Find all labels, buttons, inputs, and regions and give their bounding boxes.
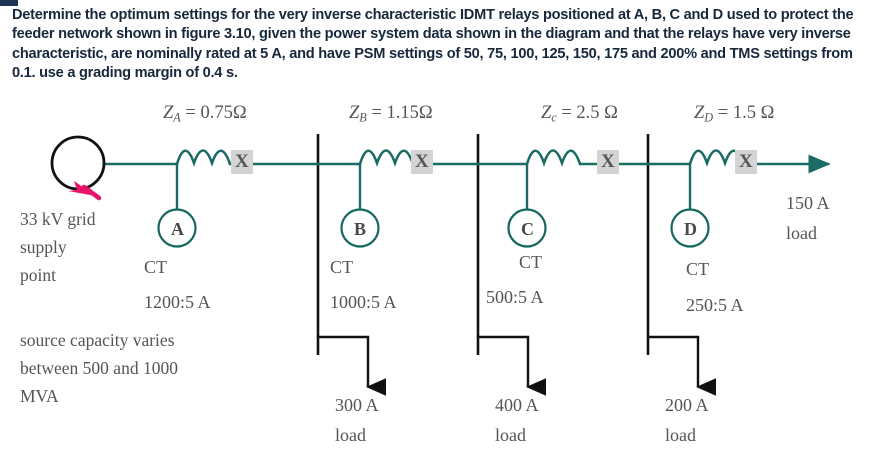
load-tap-400 bbox=[478, 335, 547, 396]
ct-label-d: CT bbox=[686, 259, 710, 279]
feeder-line-group bbox=[101, 149, 831, 174]
load-current-400: 400 A bbox=[495, 395, 539, 415]
impedance-label-zc: Zc = 2.5 Ω bbox=[541, 103, 618, 125]
ct-label-c: CT bbox=[519, 252, 543, 272]
relay-label-a: A bbox=[171, 219, 184, 239]
source-note-line-1: 33 kV grid bbox=[20, 209, 96, 229]
feeder-network-diagram: ZA = 0.75Ω ZB = 1.15Ω Zc = 2.5 Ω ZD = 1.… bbox=[0, 97, 877, 462]
load-text-400: load bbox=[495, 425, 526, 445]
impedance-label-zd: ZD = 1.5 Ω bbox=[694, 103, 775, 125]
load-tap-300 bbox=[318, 335, 387, 396]
source-note-line-3: point bbox=[20, 265, 56, 285]
load-current-300: 300 A bbox=[335, 395, 379, 415]
circuit-breaker-x-icon: X bbox=[735, 150, 757, 174]
circuit-breaker-a[interactable]: X bbox=[231, 150, 253, 174]
relay-circle-d[interactable] bbox=[670, 208, 710, 248]
circuit-breaker-d[interactable]: X bbox=[735, 150, 757, 174]
ct-ratio-b: 1000:5 A bbox=[330, 292, 397, 312]
relay-circle-b[interactable] bbox=[340, 208, 380, 248]
relay-circle-group bbox=[157, 208, 710, 248]
corner-marker bbox=[0, 0, 18, 6]
source-note-line-2: supply bbox=[20, 237, 67, 257]
impedance-coil-c bbox=[525, 149, 582, 167]
question-text: Determine the optimum settings for the v… bbox=[12, 7, 854, 81]
impedance-coil-b bbox=[358, 149, 415, 167]
ct-ratio-d: 250:5 A bbox=[686, 295, 744, 315]
relay-label-b: B bbox=[354, 219, 367, 239]
circuit-breaker-x-icon: X bbox=[231, 150, 253, 174]
relay-label-d: D bbox=[684, 219, 697, 239]
impedance-label-zb: ZB = 1.15Ω bbox=[349, 103, 433, 125]
circuit-breaker-x-icon: X bbox=[597, 150, 619, 174]
question-block: Determine the optimum settings for the v… bbox=[0, 0, 877, 97]
circuit-breaker-b[interactable]: X bbox=[411, 150, 433, 174]
ct-lead-group bbox=[175, 164, 692, 210]
impedance-coil-a bbox=[175, 149, 232, 167]
relay-circle-a[interactable] bbox=[157, 208, 197, 248]
load-current-200: 200 A bbox=[665, 395, 709, 415]
impedance-coil-d bbox=[688, 149, 745, 167]
busbar-group bbox=[316, 134, 650, 355]
circuit-breaker-c[interactable]: X bbox=[597, 150, 619, 174]
grid-source-circle bbox=[50, 135, 106, 191]
load-text-200: load bbox=[665, 425, 696, 445]
ct-ratio-c: 500:5 A bbox=[486, 287, 544, 307]
capacity-note-line-2: between 500 and 1000 bbox=[20, 358, 178, 378]
impedance-label-za: ZA = 0.75Ω bbox=[163, 103, 247, 125]
relay-circle-c[interactable] bbox=[507, 208, 547, 248]
circuit-breaker-x-icon: X bbox=[411, 150, 433, 174]
load-taps-group bbox=[318, 335, 717, 396]
ct-label-b: CT bbox=[330, 257, 354, 277]
load-tap-200 bbox=[648, 335, 717, 396]
capacity-note-line-3: MVA bbox=[20, 386, 59, 406]
relay-label-c: C bbox=[521, 219, 534, 239]
cursor-pointer-icon bbox=[68, 181, 102, 201]
end-load-text: load bbox=[786, 223, 817, 243]
end-load-current: 150 A bbox=[786, 193, 830, 213]
load-text-300: load bbox=[335, 425, 366, 445]
capacity-note-line-1: source capacity varies bbox=[20, 330, 175, 350]
ct-label-a: CT bbox=[144, 257, 168, 277]
ct-ratio-a: 1200:5 A bbox=[144, 292, 211, 312]
